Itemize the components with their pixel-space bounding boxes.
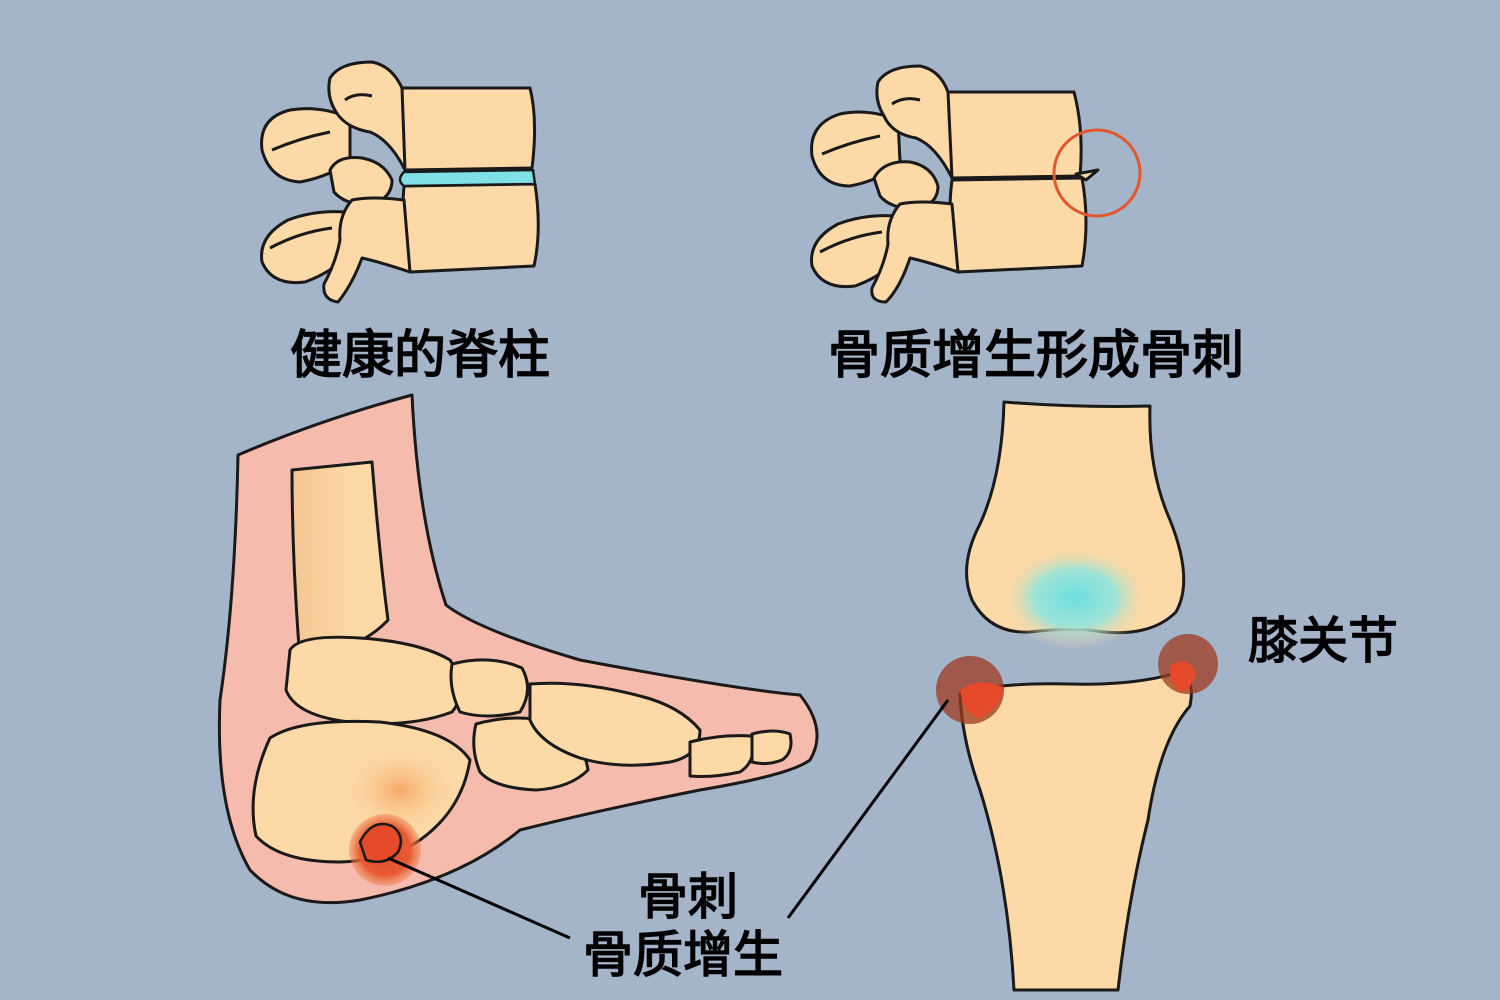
tibia-bone	[290, 460, 390, 662]
foot-illustration	[217, 393, 819, 905]
bone-spur-label: 骨刺	[638, 868, 738, 926]
heel-spur-pointer-line	[387, 856, 571, 940]
spur-formation-label: 骨质增生形成骨刺	[828, 326, 1245, 386]
spur-spine-illustration	[810, 64, 1100, 304]
knee-spur-pointer-line	[786, 699, 950, 919]
knee-joint-label: 膝关节	[1248, 612, 1398, 670]
knee-tibia-bone	[958, 668, 1193, 992]
spur-highlight-circle	[1052, 128, 1142, 218]
hyperplasia-label: 骨质增生	[583, 926, 783, 984]
knee-illustration	[936, 400, 1218, 992]
healthy-spine-illustration	[260, 60, 540, 304]
healthy-spine-label: 健康的脊柱	[290, 326, 551, 386]
